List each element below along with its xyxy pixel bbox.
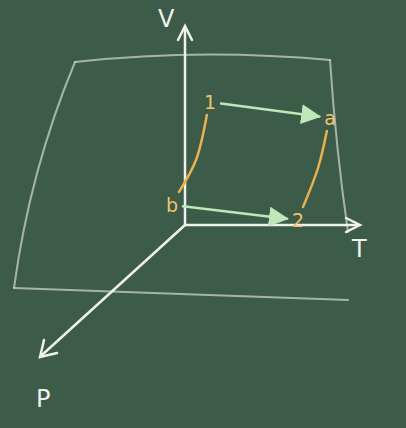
point-label: 2 [292,210,304,230]
p-axis [42,225,185,355]
t-axis [185,224,358,227]
process-path [183,206,287,218]
process-path [179,115,207,192]
v-axis [184,28,187,225]
v-axis-head [178,26,192,40]
point-label: b [166,195,178,215]
process-path [221,103,319,116]
point-marker: 2 [289,209,307,231]
axis-label: V [158,6,174,32]
process-path [303,131,327,207]
axis-label: P [36,386,50,412]
t-axis-head [346,218,360,232]
point-label: 1 [204,92,216,112]
point-marker: b [163,194,181,216]
surface-top-edge [75,54,330,62]
surface-left-edge [14,62,75,288]
point-marker: a [321,107,339,129]
point-marker: 1 [201,91,219,113]
surface-bottom-edge [14,288,348,300]
surface-right-edge [330,60,348,232]
p-axis-head [40,340,57,357]
point-label: a [324,108,336,128]
axis-label: T [352,236,367,262]
